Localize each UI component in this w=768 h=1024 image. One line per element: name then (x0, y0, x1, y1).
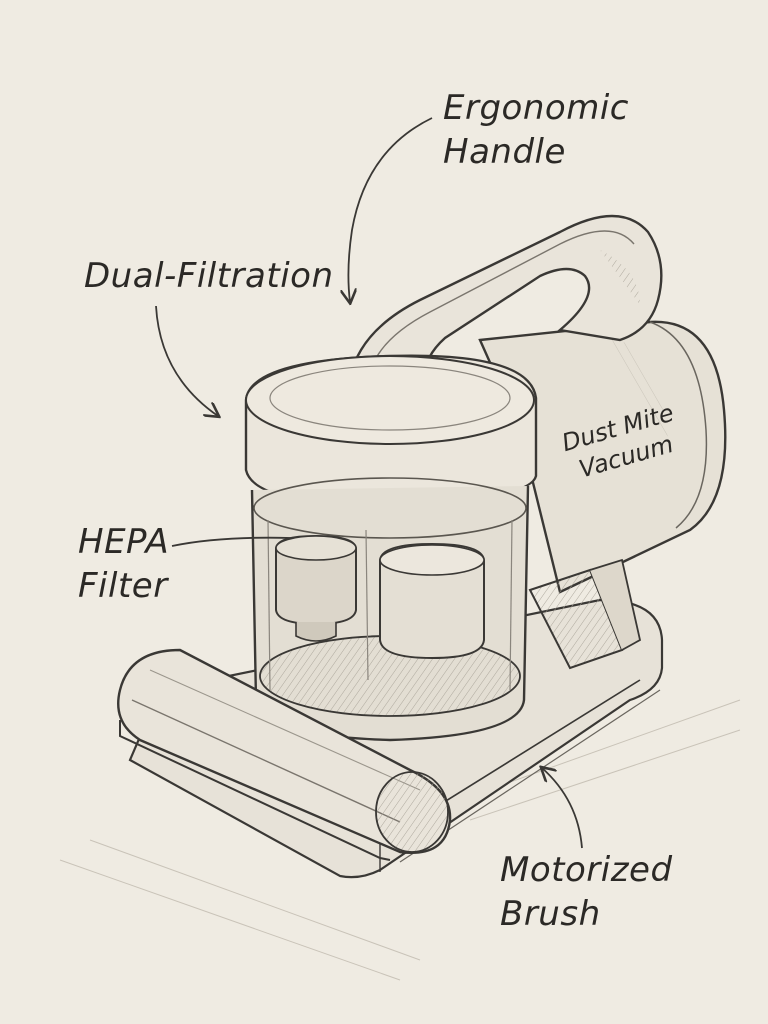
annotation-arrows (155, 117, 583, 849)
label-line: Dual-Filtration (84, 256, 334, 296)
hepa-filter-cylinder (275, 534, 357, 642)
label-motorized-brush: Motorized Brush (500, 848, 673, 936)
brush-roller (117, 648, 452, 861)
hepa-pointer-line (171, 536, 293, 547)
dust-canister (244, 354, 538, 742)
motor-housing (478, 320, 727, 670)
brush-arrow-icon (542, 768, 583, 849)
label-ergonomic-handle: Ergonomic Handle (443, 86, 629, 174)
secondary-filter-cylinder (379, 542, 485, 660)
label-line: Filter (78, 566, 168, 606)
handle-arrow-icon (348, 117, 433, 302)
label-dual-filtration: Dual-Filtration (84, 254, 334, 298)
label-hepa-filter: HEPA Filter (78, 520, 169, 608)
filtration-arrow-icon (155, 305, 218, 416)
label-line: Motorized (500, 850, 673, 890)
label-line: Handle (443, 132, 566, 172)
label-line: Brush (500, 894, 601, 934)
label-line: HEPA (78, 522, 170, 562)
label-line: Ergonomic (443, 88, 629, 128)
